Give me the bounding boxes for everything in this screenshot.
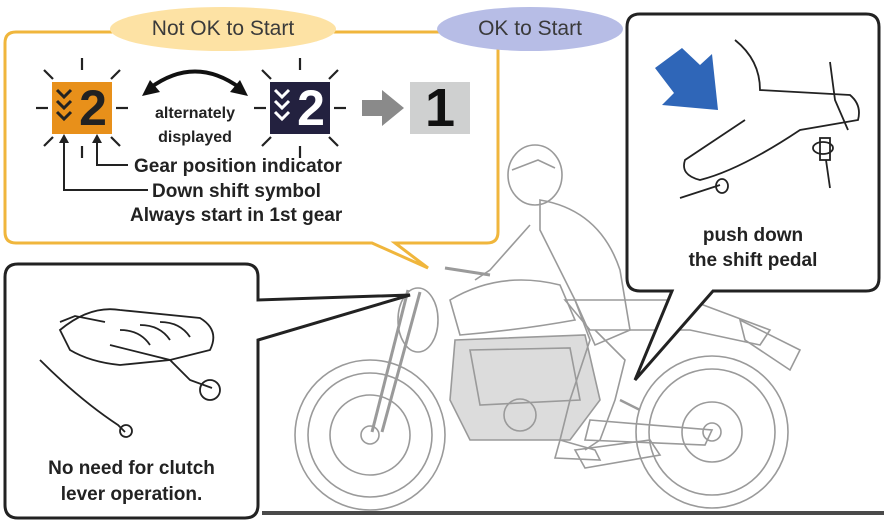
rider-arm	[474, 224, 531, 281]
clutch-line-2: lever operation.	[60, 484, 203, 505]
indicator-callout-border	[3, 30, 500, 270]
ok-title: OK to Start	[478, 17, 582, 40]
downshift-chevron-icon	[273, 88, 291, 122]
push-down-arrow-icon	[655, 48, 718, 110]
alternate-arc-arrow	[148, 69, 242, 90]
downshift-symbol-label: Down shift symbol	[152, 181, 321, 202]
flash-rays-2	[254, 58, 346, 158]
indicator-digit-ok: 1	[424, 78, 456, 138]
right-arrow-icon	[362, 90, 404, 126]
always-first-gear-label: Always start in 1st gear	[130, 205, 343, 226]
flash-rays-1	[36, 58, 128, 158]
rider-leg	[584, 329, 626, 451]
leader-lines	[63, 141, 148, 191]
clutch-callout-border	[3, 262, 411, 520]
not-ok-bubble	[110, 7, 336, 51]
indicator-box-grey	[410, 82, 470, 134]
gear-position-label: Gear position indicator	[134, 156, 342, 177]
displayed-label: displayed	[158, 129, 232, 146]
hand-on-grip-illustration	[39, 308, 221, 438]
not-ok-title: Not OK to Start	[151, 17, 295, 40]
rider-torso	[539, 199, 631, 347]
rear-wheel	[635, 355, 789, 509]
rider-boot	[553, 439, 602, 461]
motorcycle-illustration	[262, 144, 884, 515]
front-wheel	[294, 359, 446, 511]
downshift-chevron-icon	[55, 88, 73, 122]
alternately-label: alternately	[154, 105, 236, 122]
boot-on-pedal-illustration	[679, 39, 860, 199]
ok-bubble	[437, 7, 623, 51]
indicator-digit-alt: 2	[297, 80, 325, 136]
clutch-line-1: No need for clutch	[48, 458, 215, 479]
indicator-digit-flashing: 2	[79, 80, 107, 136]
pedal-line-1: push down	[702, 225, 804, 246]
pedal-line-2: the shift pedal	[688, 250, 818, 271]
rider-helmet	[507, 144, 563, 206]
